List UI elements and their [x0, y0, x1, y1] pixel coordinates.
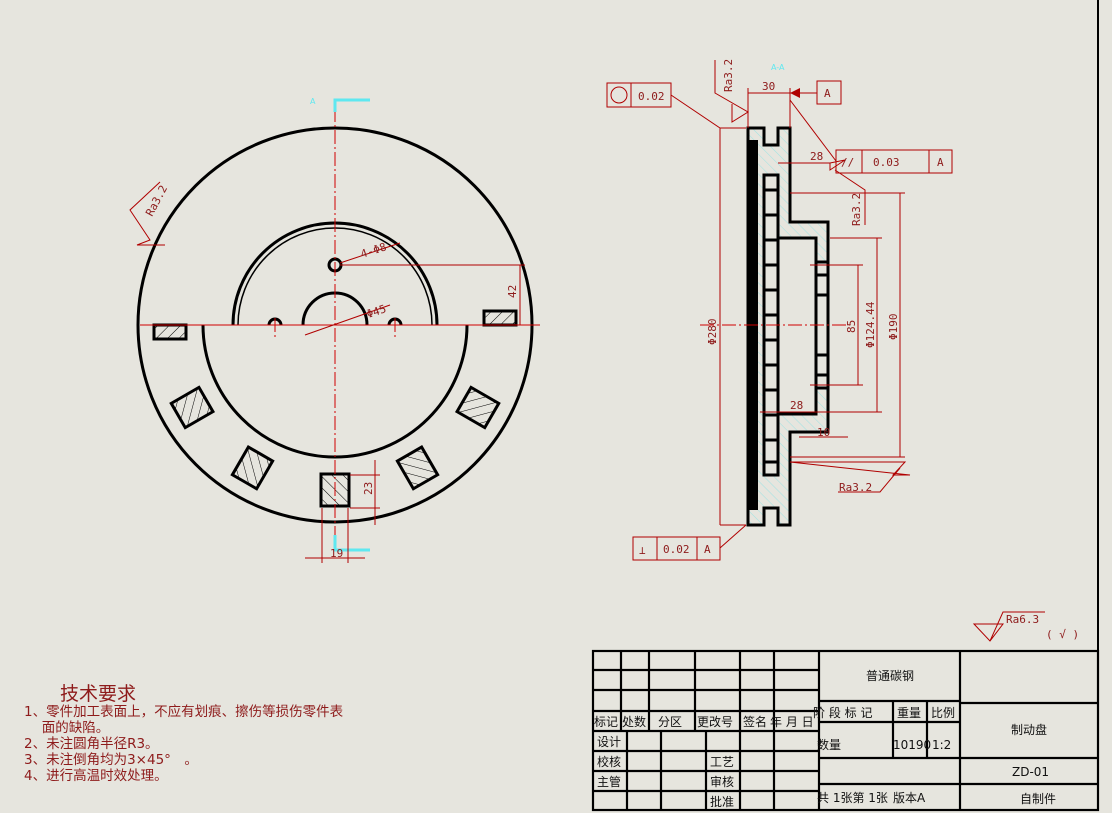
section-view: A-A Φ280 Φ190 Φ124.44 85 30 — [606, 59, 953, 561]
roughness-symbol — [829, 159, 866, 225]
tech-requirement-item: 1、零件加工表面上，不应有划痕、擦伤等损伤零件表 — [24, 704, 344, 720]
datum-triangle — [790, 88, 800, 98]
dia-124-dimension: Φ124.44 — [864, 301, 877, 348]
roughness-label-bottom: Ra3.2 — [839, 481, 872, 494]
weight-value: 10190 — [893, 738, 931, 752]
quantity-label: 数量 — [817, 737, 841, 752]
datum-box — [816, 80, 842, 105]
circularity-value: 0.02 — [638, 90, 665, 103]
parallelism-value: 0.03 — [873, 156, 900, 169]
default-roughness-symbol — [972, 611, 1045, 642]
perpendicularity-datum: A — [704, 543, 711, 556]
section-label: A — [310, 97, 316, 106]
front-view: A Ra3.2 4-Φ8 Φ45 42 23 19 — [129, 97, 540, 563]
dia-85-dimension: 85 — [845, 320, 858, 333]
header-mark: 标记 — [594, 715, 618, 729]
tech-requirement-item: 面的缺陷。 — [24, 720, 110, 736]
roughness-label-top: Ra3.2 — [722, 59, 735, 92]
leader-line — [304, 304, 391, 336]
parallelism-datum: A — [937, 156, 944, 169]
slot-width-dimension: 19 — [330, 547, 343, 560]
hub-recess — [776, 236, 818, 416]
vent-slot — [169, 385, 216, 430]
default-roughness-value: Ra6.3 — [1006, 613, 1039, 626]
leader-line — [789, 99, 837, 162]
vent-slot — [230, 444, 275, 491]
parallelism-icon: // — [841, 156, 854, 169]
design-label: 设计 — [597, 735, 621, 749]
check-label: 校核 — [597, 754, 621, 769]
flange-dimension: 10 — [817, 426, 830, 439]
weight-label: 重量 — [897, 706, 921, 720]
perpendicularity-frame — [632, 536, 721, 561]
tech-requirement-item: 4、进行高温时效处理。 — [24, 768, 168, 784]
section-title: A-A — [771, 63, 785, 72]
tech-requirement-item: 2、未注圆角半径R3。 — [24, 736, 159, 752]
perpendicularity-icon: ⊥ — [639, 544, 646, 557]
header-signature: 签名 — [743, 714, 767, 729]
section-arrow-top — [333, 98, 370, 112]
leader-line — [339, 242, 401, 264]
material: 普通碳钢 — [866, 669, 914, 683]
roughness-label: Ra3.2 — [143, 183, 170, 218]
title-block: 标记 处数 分区 更改号 签名 年 月 日 设计 校核 主管 工艺 审核 批准 … — [591, 649, 1100, 812]
review-label: 审核 — [710, 774, 734, 789]
dia-190-dimension: Φ190 — [887, 314, 900, 341]
holes-dimension: 4-Φ8 — [359, 240, 388, 261]
vent-slot — [395, 444, 440, 491]
leader-line — [670, 94, 721, 129]
sheet-count: 共 1张第 1张 — [817, 791, 888, 805]
leader-line — [719, 524, 747, 549]
vent-slot — [454, 385, 501, 430]
hub-depth-bottom-dimension: 28 — [790, 399, 803, 412]
header-date: 年 月 日 — [770, 715, 814, 729]
header-count: 处数 — [622, 714, 646, 729]
circularity-icon — [610, 86, 628, 104]
hole-offset-dimension: 42 — [506, 285, 519, 298]
roughness-symbol — [789, 461, 911, 493]
default-roughness-mark: ( √ ) — [1046, 628, 1079, 641]
vent-slot — [482, 309, 518, 327]
vent-slot — [152, 323, 188, 341]
part-source: 自制件 — [1020, 792, 1056, 806]
slot-height-dimension: 23 — [362, 482, 375, 495]
parallelism-frame — [835, 149, 953, 174]
width-dimension: 30 — [762, 80, 775, 93]
technical-requirements: 技术要求 1、零件加工表面上，不应有划痕、擦伤等损伤零件表 面的缺陷。 2、未注… — [24, 683, 344, 785]
header-zone: 分区 — [658, 715, 682, 729]
roughness-symbol — [714, 60, 749, 123]
section-arrow-bottom — [333, 535, 370, 552]
header-change-no: 更改号 — [697, 715, 733, 729]
approve-label: 批准 — [710, 794, 734, 809]
part-name: 制动盘 — [1011, 722, 1047, 737]
version: 版本A — [893, 791, 926, 805]
tech-requirement-item: 3、未注倒角均为3×45° 。 — [24, 752, 198, 768]
perpendicularity-value: 0.02 — [663, 543, 690, 556]
process-label: 工艺 — [710, 755, 734, 769]
supervisor-label: 主管 — [597, 774, 621, 789]
scale-label: 比例 — [931, 706, 955, 720]
roughness-label-mid: Ra3.2 — [850, 193, 863, 226]
datum-label: A — [824, 87, 831, 100]
hub-depth-top-dimension: 28 — [810, 150, 823, 163]
tech-requirements-title: 技术要求 — [60, 683, 137, 705]
outer-diameter-dimension: Φ280 — [706, 319, 719, 346]
stage-mark-label: 阶 段 标 记 — [813, 705, 872, 720]
hub-dimension: Φ45 — [365, 302, 388, 321]
roughness-symbol — [129, 181, 165, 246]
drawing-number: ZD-01 — [1012, 765, 1049, 779]
scale-value: 1:2 — [932, 738, 951, 752]
